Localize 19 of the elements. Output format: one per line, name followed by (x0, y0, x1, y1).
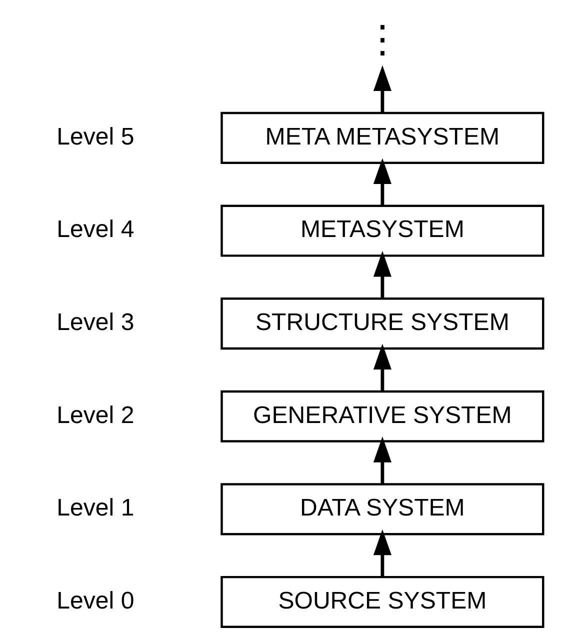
arrow (373, 158, 392, 206)
node-label: Level 5 (56, 123, 134, 150)
node-box: STRUCTURE SYSTEM (220, 298, 544, 350)
node-box: METASYSTEM (220, 204, 544, 257)
node-box: META METASYSTEM (220, 112, 544, 164)
node-label: Level 4 (56, 216, 134, 244)
arrow (373, 250, 392, 298)
node-box: SOURCE SYSTEM (220, 576, 544, 628)
node-box: DATA SYSTEM (220, 483, 544, 536)
arrow (373, 436, 392, 484)
arrow (373, 529, 392, 577)
node-label: Level 1 (56, 494, 134, 522)
node-box: GENERATIVE SYSTEM (220, 390, 544, 442)
node-label: Level 2 (56, 402, 134, 429)
node-label: Level 3 (56, 308, 134, 336)
node-label: Level 0 (56, 587, 134, 614)
arrow (373, 65, 392, 114)
node-text: ⋮ (363, 19, 402, 62)
arrow (373, 344, 392, 392)
